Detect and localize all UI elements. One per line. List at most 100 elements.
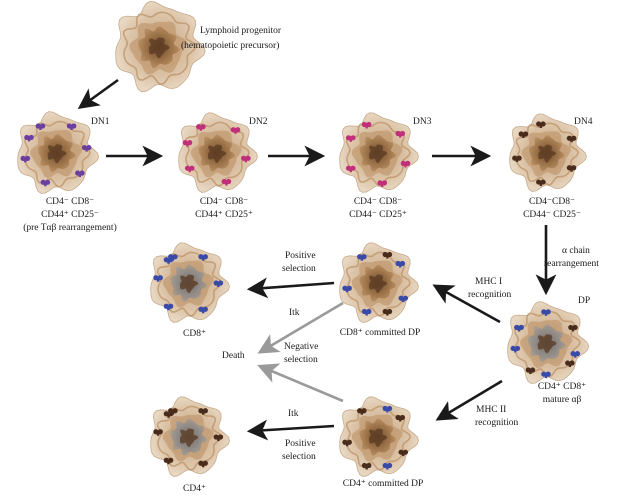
dn1-line2: CD44⁺ CD25⁻ [41, 210, 99, 220]
dn2-cell [178, 112, 258, 193]
cd8-cell-receptor-2 [213, 280, 224, 287]
cd8-committed-label: CD8⁺ committed DP [339, 328, 421, 338]
mhc1-line2: recognition [468, 290, 512, 300]
cd4-committed-cell-receptor-6 [382, 462, 393, 470]
cd4-cell-receptor-6 [168, 408, 178, 415]
dn4-line2: CD44⁻ CD25⁻ [523, 210, 581, 220]
mhc1-line1: MHC I [475, 277, 503, 287]
dp-line2: mature αβ [542, 395, 582, 405]
mhc2-line2: recognition [475, 418, 519, 428]
dn2-cell-receptor-1 [230, 127, 241, 134]
dn3-cell-receptor-4 [345, 165, 356, 173]
cd8-committed-cell-receptor-1 [395, 260, 406, 268]
dn2-cell-receptor-4 [184, 165, 195, 173]
dn2-cell-receptor-5 [182, 140, 193, 147]
dn3-tag: DN3 [413, 117, 432, 127]
dn1-cell-receptor-3 [75, 170, 85, 178]
dp-cell-receptor-7 [510, 345, 521, 353]
cd4-committed-cell-receptor-0 [357, 408, 367, 415]
dn4-cell [509, 113, 587, 192]
arrow-cd4-committed-to-cd4 [246, 419, 335, 441]
dn2-tag: DN2 [249, 117, 268, 127]
dp-cell-receptor-2 [565, 360, 575, 368]
arrow-dp-to-cd4-committed [435, 379, 503, 421]
dn4-tag: DN4 [574, 117, 593, 127]
cd4-committed-cell-receptor-2 [398, 449, 409, 457]
cd4-committed-cell-receptor-3 [361, 462, 372, 470]
dn3-cell [339, 112, 419, 193]
cd4-committed-cell-receptor-5 [382, 405, 393, 413]
positive-bottom-line2: selection [282, 452, 316, 462]
cd8-committed-cell-receptor-6 [382, 308, 393, 316]
negative-line1: Negative [284, 342, 319, 352]
dn4-cell-receptor-0 [536, 121, 546, 128]
cd4-committed-label: CD4⁺ committed DP [342, 479, 424, 489]
progenitor-cell [115, 0, 206, 93]
dn3-cell-receptor-0 [361, 121, 372, 129]
negative-line2: selection [284, 355, 318, 365]
cd8-cell [150, 242, 230, 323]
dn2-cell-receptor-2 [241, 155, 251, 163]
dn1-cell-receptor-0 [35, 123, 46, 131]
dp-cell-receptor-6 [541, 371, 551, 379]
dn4-cell-receptor-5 [518, 131, 529, 139]
cd8-cell-receptor-4 [163, 303, 174, 311]
dn1-cell-receptor-2 [81, 144, 92, 152]
cd8-committed-cell-receptor-5 [382, 251, 393, 259]
positive-top-line2: selection [282, 264, 316, 274]
dp-cell-receptor-5 [570, 351, 581, 358]
cd4-committed-cell-receptor-1 [395, 414, 406, 422]
cd4-label: CD4⁺ [183, 484, 206, 494]
cd4-cell [150, 396, 230, 477]
dn3-cell-receptor-1 [395, 130, 406, 138]
cd4-committed-cell-receptor-4 [342, 439, 352, 447]
dp-cell-receptor-3 [525, 367, 536, 374]
arrow-dp-to-cd8-committed [432, 284, 501, 324]
dn4-cell-receptor-1 [566, 135, 577, 143]
dn2-line1: CD4⁻ CD8⁻ [199, 197, 249, 207]
dn3-cell-receptor-2 [400, 160, 411, 168]
cd4-cell-receptor-4 [163, 457, 174, 465]
dn4-cell-receptor-4 [512, 155, 522, 163]
dn2-line2: CD44⁺ CD25⁺ [195, 210, 253, 220]
arrow-cd8-committed-to-death [257, 301, 344, 354]
death-label: Death [222, 351, 245, 361]
dp-cell [507, 301, 590, 384]
dn2-cell-receptor-3 [221, 178, 232, 186]
dn1-line3: (pre Tαβ rearrangement) [23, 223, 117, 233]
cd8-cell-receptor-5 [153, 275, 163, 282]
cd8-committed-cell-receptor-3 [361, 308, 372, 316]
itk-top-label: Itk [289, 308, 300, 318]
arrow-cd8-committed-to-cd8 [246, 277, 335, 299]
progenitor-subtitle: (hematopoietic precursor) [181, 41, 280, 51]
dn4-cell-receptor-3 [536, 179, 546, 187]
dp-cell-receptor-1 [568, 324, 578, 332]
dn3-line1: CD4⁻ CD8⁻ [353, 197, 403, 207]
dp-cell-receptor-4 [541, 309, 551, 316]
dn1-cell-receptor-5 [20, 155, 31, 163]
dn1-line1: CD4⁻ CD8⁻ [45, 197, 95, 207]
dn1-cell [17, 111, 100, 194]
dn4-cell-receptor-2 [566, 165, 577, 172]
cd8-committed-cell-receptor-2 [398, 295, 409, 303]
positive-top-line1: Positive [285, 251, 316, 261]
itk-bottom-label: Itk [288, 409, 299, 419]
arrow-progenitor-to-dn1 [77, 78, 119, 110]
cd8-cell-receptor-6 [168, 254, 178, 261]
dn1-cell-receptor-4 [40, 179, 51, 187]
cd8-label: CD8⁺ [183, 329, 206, 339]
cd8-cell-receptor-1 [198, 254, 208, 261]
arrow-cd4-committed-to-death [257, 363, 344, 403]
positive-bottom-line1: Positive [285, 439, 316, 449]
progenitor-title: Lymphoid progenitor [200, 26, 282, 36]
dp-cell-receptor-8 [514, 324, 524, 332]
dp-tag: DP [578, 296, 591, 306]
dp-line1: CD4⁺ CD8⁺ [537, 382, 587, 392]
cd8-committed-cell-receptor-4 [342, 285, 352, 293]
cd4-cell-receptor-3 [198, 460, 208, 468]
dn3-line2: CD44⁻ CD25⁺ [349, 210, 407, 220]
cd4-cell-receptor-2 [213, 434, 224, 441]
alpha-chain-line2: rearrangement [544, 259, 599, 269]
dn3-cell-receptor-5 [345, 135, 356, 142]
